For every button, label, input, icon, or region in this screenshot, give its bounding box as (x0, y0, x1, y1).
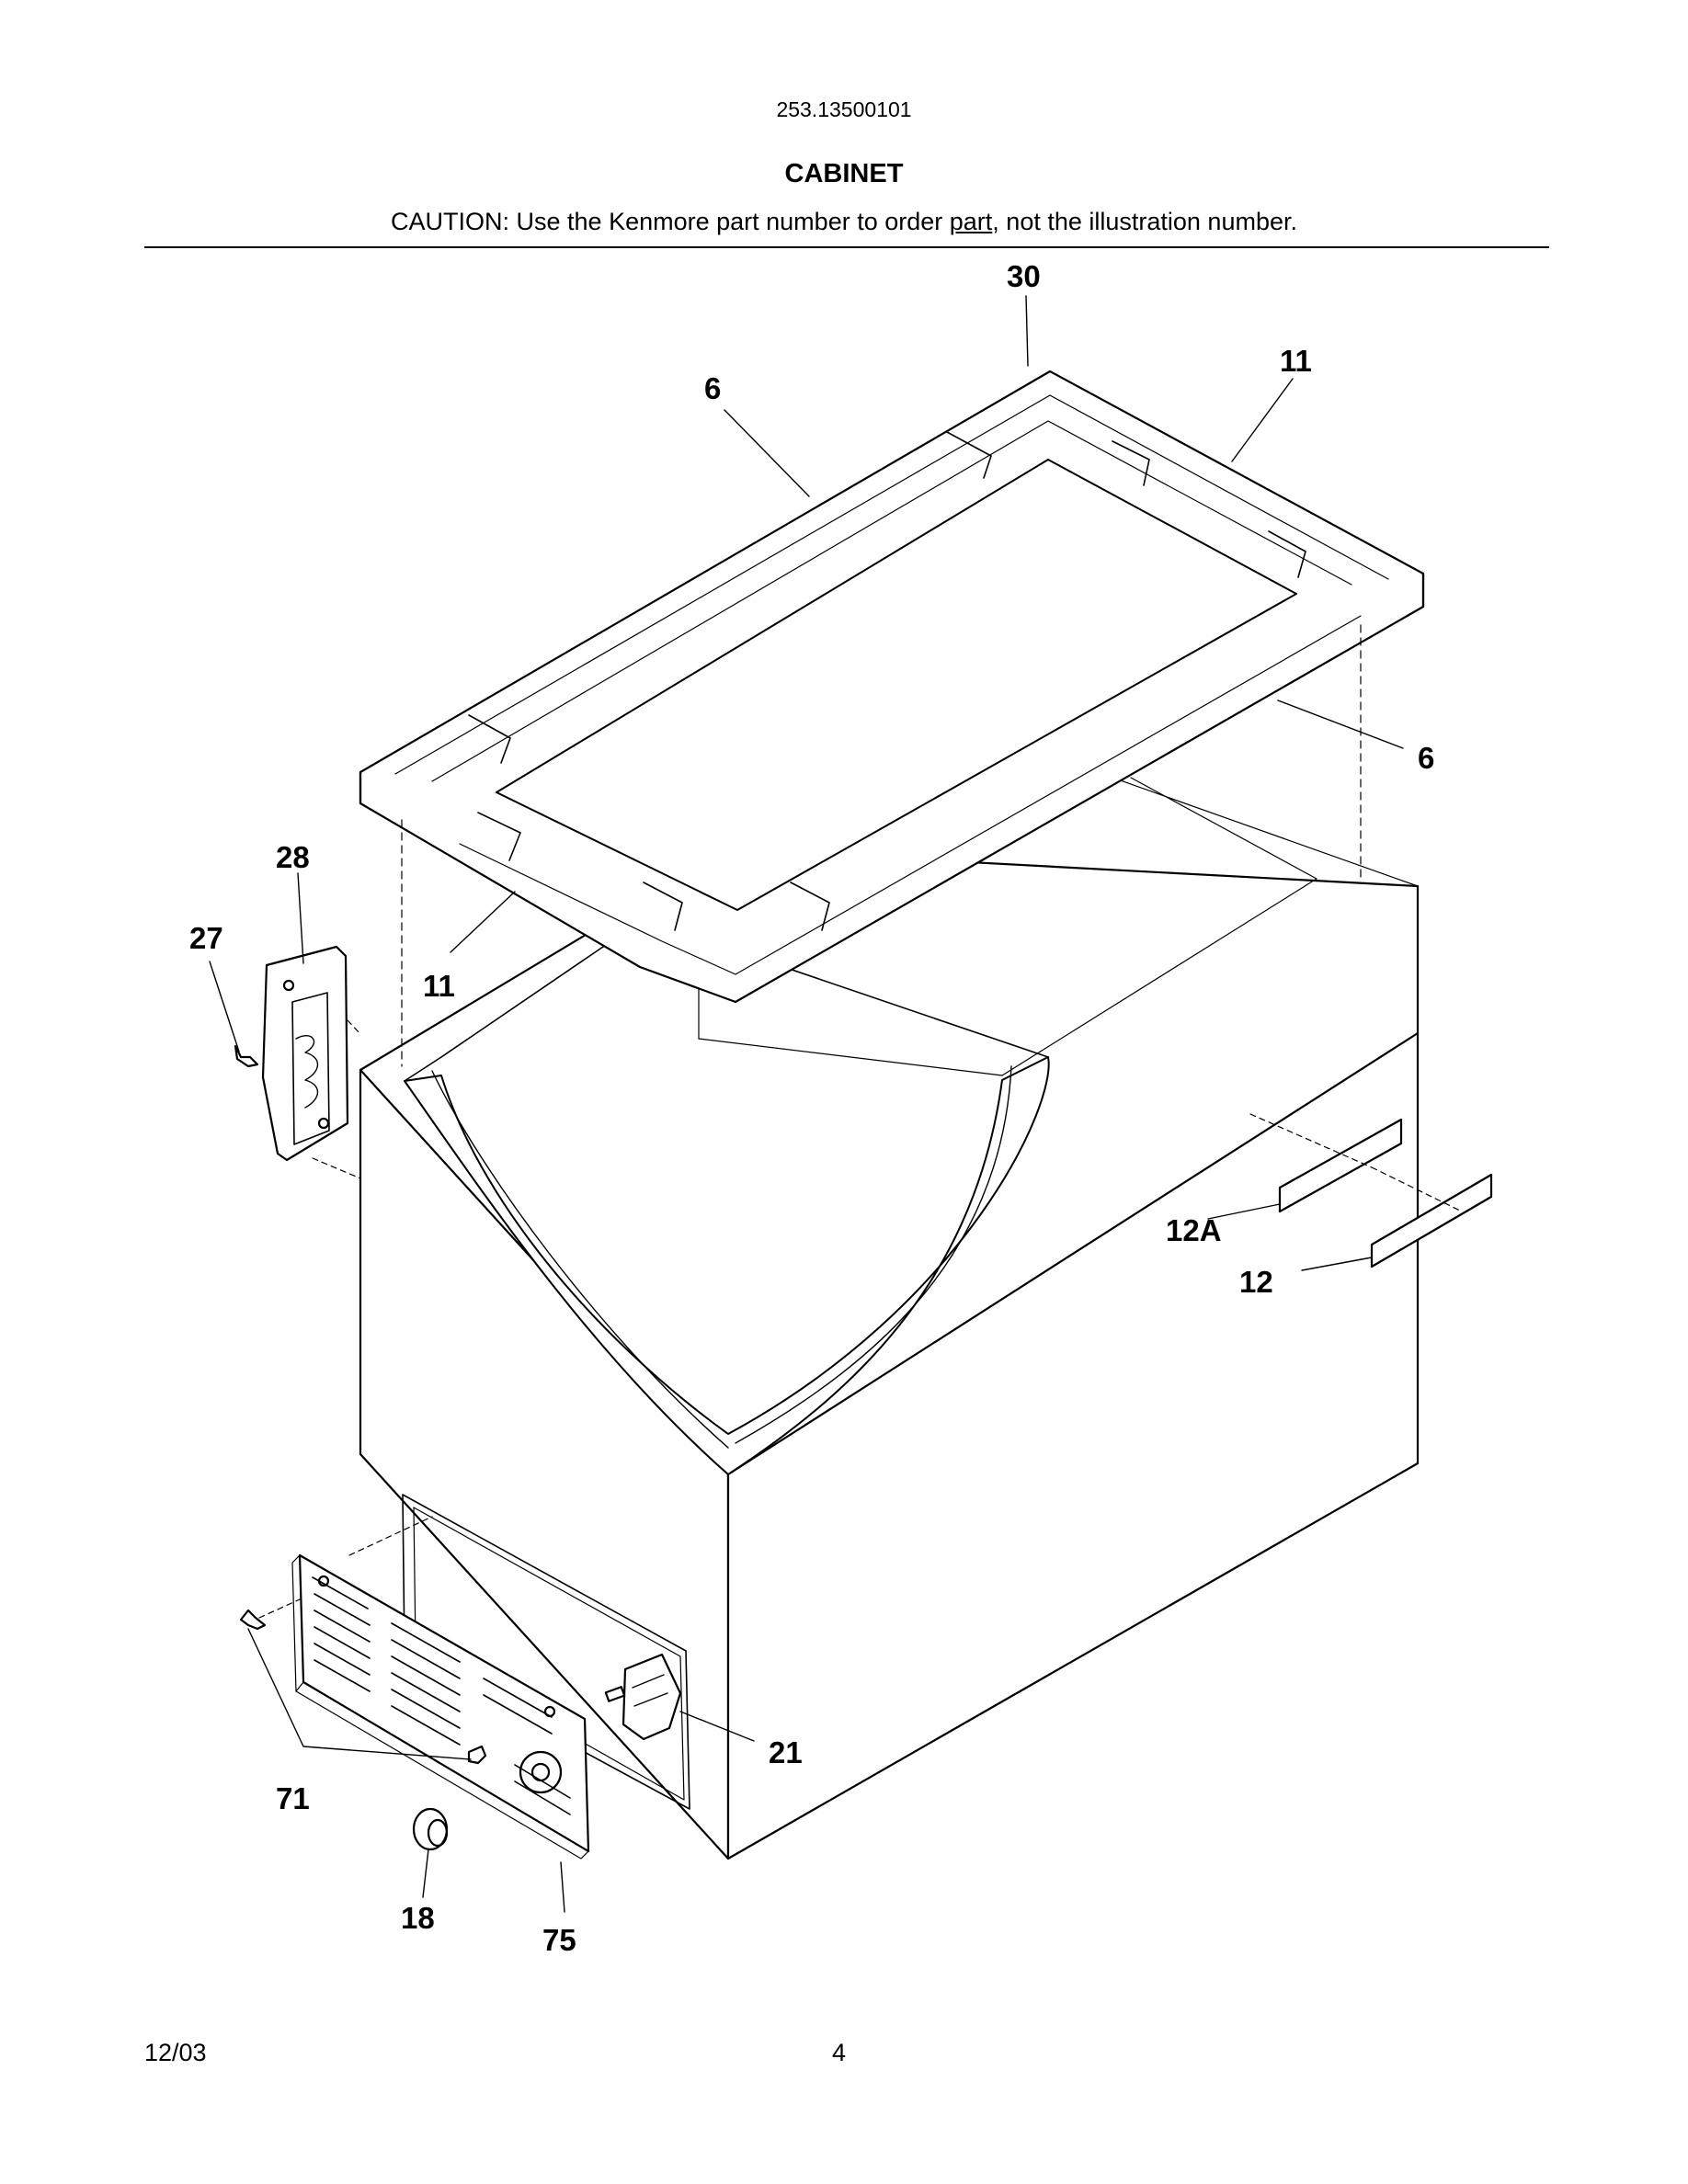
caution-note: CAUTION: Use the Kenmore part number to … (0, 208, 1688, 236)
caution-part-link: part (949, 208, 993, 235)
callout-27: 27 (189, 921, 223, 955)
rating-labels (1249, 1113, 1493, 1268)
section-title: CABINET (784, 159, 904, 188)
callout-30: 30 (1007, 259, 1041, 293)
revision-date: 12/03 (144, 2039, 207, 2066)
callout-71: 71 (276, 1781, 310, 1815)
thermostat-control (604, 1653, 682, 1741)
cabinet-body (359, 709, 1420, 1860)
page-number: 4 (832, 2039, 847, 2066)
callout-28: 28 (276, 840, 310, 874)
callout-12: 12 (1239, 1265, 1273, 1299)
grille-panel (258, 1553, 590, 1860)
callout-11: 11 (1280, 344, 1312, 378)
callout-6: 6 (1418, 741, 1434, 775)
leader-lines (209, 295, 1404, 1913)
callout-18: 18 (401, 1901, 435, 1935)
hinge-assembly (234, 945, 361, 1179)
model-number: 253.13500101 (776, 97, 912, 121)
caution-text-end: , not the illustration number. (992, 208, 1297, 235)
grille-screws (239, 1609, 487, 1765)
header-rule (144, 246, 1549, 248)
front-access-opening (348, 1494, 690, 1810)
caution-text: CAUTION: Use the Kenmore part number to … (391, 208, 950, 235)
callout-12A: 12A (1166, 1213, 1222, 1247)
callout-75: 75 (542, 1923, 576, 1957)
control-knob (412, 1807, 449, 1851)
callout-6: 6 (704, 371, 721, 405)
callouts: 30 6 11 6 28 27 11 12A 12 21 71 18 75 (189, 259, 1434, 1957)
callout-21: 21 (769, 1735, 803, 1769)
callout-11: 11 (423, 969, 455, 1003)
gasket-frame (359, 370, 1425, 1067)
